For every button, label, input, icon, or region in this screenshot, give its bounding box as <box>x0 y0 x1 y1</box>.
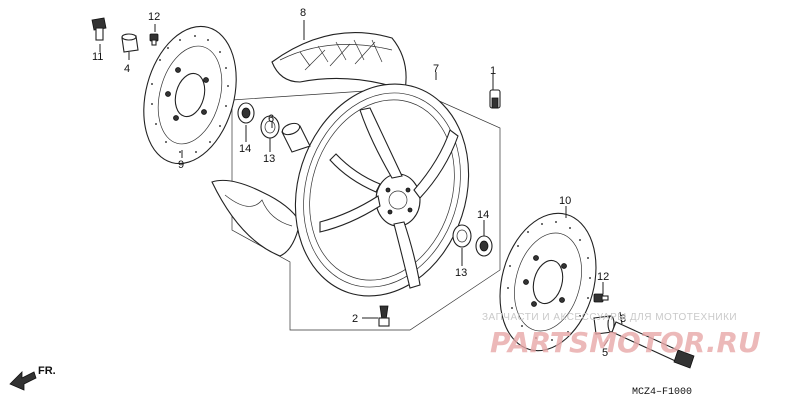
label-4: 4 <box>124 63 130 75</box>
tire-lower <box>211 179 301 257</box>
front-direction-marker: FR. <box>9 365 56 391</box>
label-13-right: 13 <box>455 267 467 279</box>
label-14-right: 14 <box>477 209 489 221</box>
label-6: 6 <box>268 113 274 125</box>
label-11: 11 <box>92 51 103 63</box>
tire-upper <box>271 32 407 91</box>
label-2: 2 <box>352 313 358 325</box>
dust-seal-right <box>475 235 493 257</box>
label-10: 10 <box>559 195 571 207</box>
leader-lines <box>99 20 623 347</box>
label-8: 8 <box>300 7 306 19</box>
label-5: 5 <box>602 347 608 359</box>
valve-stem <box>378 305 390 327</box>
label-1: 1 <box>490 65 496 77</box>
valve <box>489 89 501 109</box>
watermark: ЗАПЧАСТИ И АКСЕССУАРЫ ДЛЯ МОТОТЕХНИКИ PA… <box>482 312 761 359</box>
bearing-left <box>260 115 280 139</box>
distance-collar <box>281 122 311 153</box>
axle-bolt <box>91 17 107 41</box>
label-14-left: 14 <box>239 143 251 155</box>
collar <box>121 33 139 53</box>
part-labels: 11 4 12 9 8 7 1 6 14 13 14 13 10 12 3 5 … <box>92 7 626 359</box>
disc-bolt-left <box>149 33 159 46</box>
wheel-rim <box>294 83 470 297</box>
label-12-left: 12 <box>148 11 160 23</box>
brake-disc-right <box>499 212 597 352</box>
brake-disc-left <box>143 25 237 165</box>
label-12-right: 12 <box>597 271 609 283</box>
dust-seal-left <box>237 102 255 124</box>
direction-label: FR. <box>38 365 56 377</box>
watermark-brand: PARTSMOTOR.RU <box>490 326 761 359</box>
label-9: 9 <box>178 159 184 171</box>
label-7: 7 <box>433 63 439 75</box>
label-13-left: 13 <box>263 153 275 165</box>
axle <box>611 321 695 369</box>
watermark-tagline: ЗАПЧАСТИ И АКСЕССУАРЫ ДЛЯ МОТОТЕХНИКИ <box>482 312 737 323</box>
figure-code: MCZ4–F1000 <box>632 387 692 398</box>
bearing-right <box>452 224 472 248</box>
label-3: 3 <box>620 313 626 325</box>
disc-bolt-right <box>593 293 609 303</box>
